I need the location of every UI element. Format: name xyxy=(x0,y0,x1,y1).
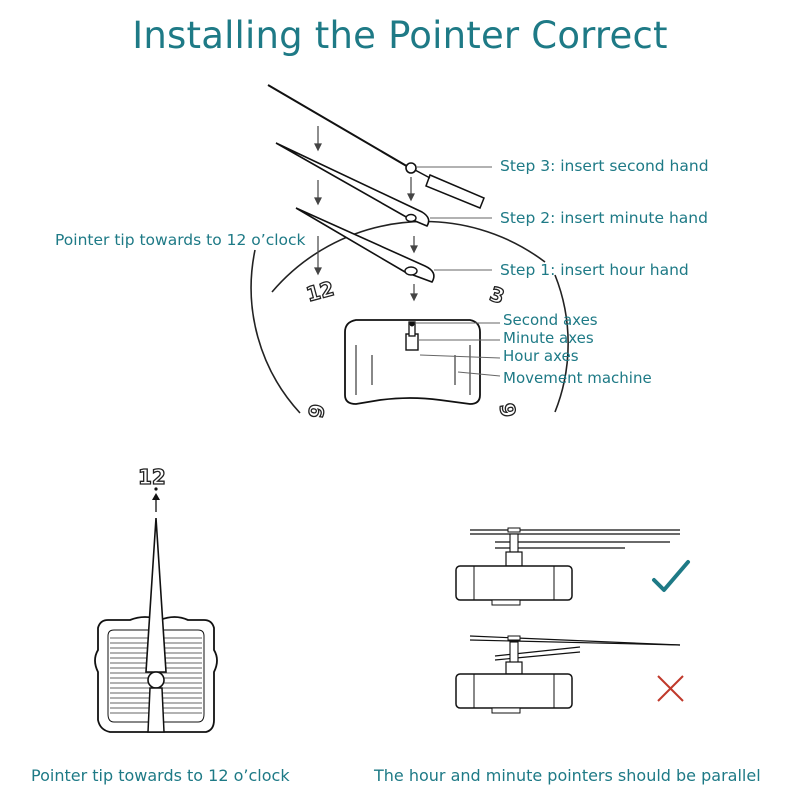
parallel-correct-diagram xyxy=(455,527,680,606)
dial-number-9: 9 xyxy=(304,402,330,420)
hour-hand xyxy=(295,207,435,283)
pointer-front xyxy=(145,517,167,733)
minute-axes-label: Minute axes xyxy=(503,329,594,347)
minute-hand xyxy=(275,142,430,228)
dial-number-12: 12 xyxy=(304,276,337,306)
hour-axes-label: Hour axes xyxy=(503,347,579,365)
front-number-12: 12 xyxy=(138,465,166,489)
dial-arc-left xyxy=(250,249,301,414)
dial-arc-top xyxy=(271,220,546,293)
parallel-caption: The hour and minute pointers should be p… xyxy=(374,766,761,785)
dial-number-6: 6 xyxy=(495,401,521,419)
second-hand xyxy=(267,84,485,209)
cross-icon xyxy=(657,675,684,702)
second-axes-label: Second axes xyxy=(503,311,598,329)
dial-arc-right xyxy=(554,274,569,413)
step2-label: Step 2: insert minute hand xyxy=(500,209,708,227)
insert-arrows xyxy=(314,126,418,302)
step1-label: Step 1: insert hour hand xyxy=(500,261,689,279)
page-title: Installing the Pointer Correct xyxy=(132,14,668,57)
pointer-tip-label-top: Pointer tip towards to 12 o’clock xyxy=(55,231,306,249)
movement-machine-label: Movement machine xyxy=(503,369,652,387)
step3-label: Step 3: insert second hand xyxy=(500,157,709,175)
step-leaders xyxy=(416,166,492,271)
axes-leaders xyxy=(415,322,501,377)
up-arrow-icon xyxy=(152,487,160,512)
check-icon xyxy=(652,560,690,592)
parallel-wrong-diagram xyxy=(455,635,681,714)
movement-machine xyxy=(344,319,481,405)
pointer-tip-caption: Pointer tip towards to 12 o’clock xyxy=(31,766,290,785)
dial-number-3: 3 xyxy=(487,281,508,308)
